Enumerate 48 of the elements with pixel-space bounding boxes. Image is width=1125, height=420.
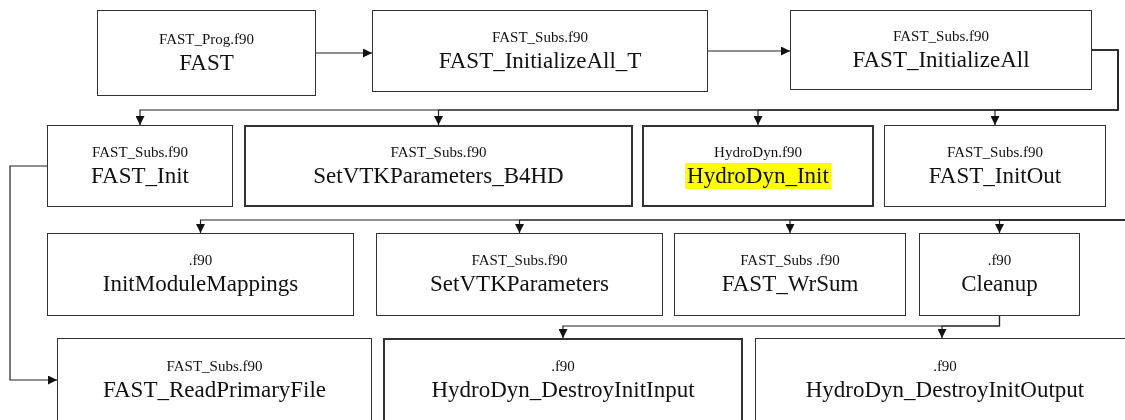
file-name: FAST_Subs.f90 (92, 143, 188, 161)
routine-name: SetVTKParameters (429, 271, 610, 297)
file-name: FAST_Subs.f90 (471, 252, 568, 269)
connector-arrow (315, 48, 373, 58)
routine-name: FAST_WrSum (720, 271, 860, 297)
routine-box (674, 233, 906, 316)
highlighted-routine-name: HydroDyn_Init (685, 162, 831, 189)
routine-name: FAST_InitOut (927, 162, 1063, 189)
routine-name: Cleanup (960, 271, 1039, 297)
routine-box (884, 125, 1106, 207)
file-name: FAST_Subs.f90 (492, 28, 588, 46)
connector-arrow (937, 315, 1001, 339)
routine-name: FAST_Init (90, 162, 190, 189)
file-name: FAST_Subs.f90 (390, 143, 487, 161)
file-name: FAST_Subs.f90 (166, 357, 263, 375)
routine-box (57, 338, 372, 420)
file-name: .f90 (188, 252, 213, 269)
routine-name: FAST (178, 49, 235, 76)
routine-box (47, 125, 233, 207)
routine-name: InitModuleMappings (101, 271, 300, 297)
routine-box (244, 125, 633, 207)
routine-box (383, 338, 743, 420)
routine-box (755, 338, 1125, 420)
file-name: .f90 (551, 357, 575, 375)
file-name: FAST_Subs.f90 (947, 143, 1043, 161)
connector-arrow (9, 165, 58, 385)
routine-box (47, 233, 354, 316)
file-name: FAST_Subs .f90 (740, 252, 840, 269)
file-name: FAST_Prog.f90 (158, 30, 255, 48)
routine-name: FAST_ReadPrimaryFile (101, 376, 328, 403)
routine-name: HydroDyn_DestroyInitOutput (804, 376, 1086, 403)
routine-name: SetVTKParameters_B4HD (312, 162, 565, 189)
routine-name: FAST_InitializeAll (851, 46, 1031, 73)
routine-name: FAST_InitializeAll_T (437, 47, 643, 74)
connector-arrow (990, 49, 1119, 126)
routine-box (642, 125, 874, 207)
routine-box (790, 10, 1092, 90)
routine-box (372, 10, 708, 92)
routine-name: HydroDyn_DestroyInitInput (430, 376, 696, 403)
routine-box (919, 233, 1080, 316)
routine-box (97, 10, 316, 96)
file-name: HydroDyn.f90 (714, 143, 802, 161)
connector-arrow (995, 219, 1125, 234)
file-name: .f90 (987, 252, 1012, 269)
file-name: FAST_Subs.f90 (893, 27, 989, 45)
routine-box (376, 233, 663, 316)
file-name: .f90 (933, 357, 957, 375)
connector-arrow (707, 46, 791, 56)
